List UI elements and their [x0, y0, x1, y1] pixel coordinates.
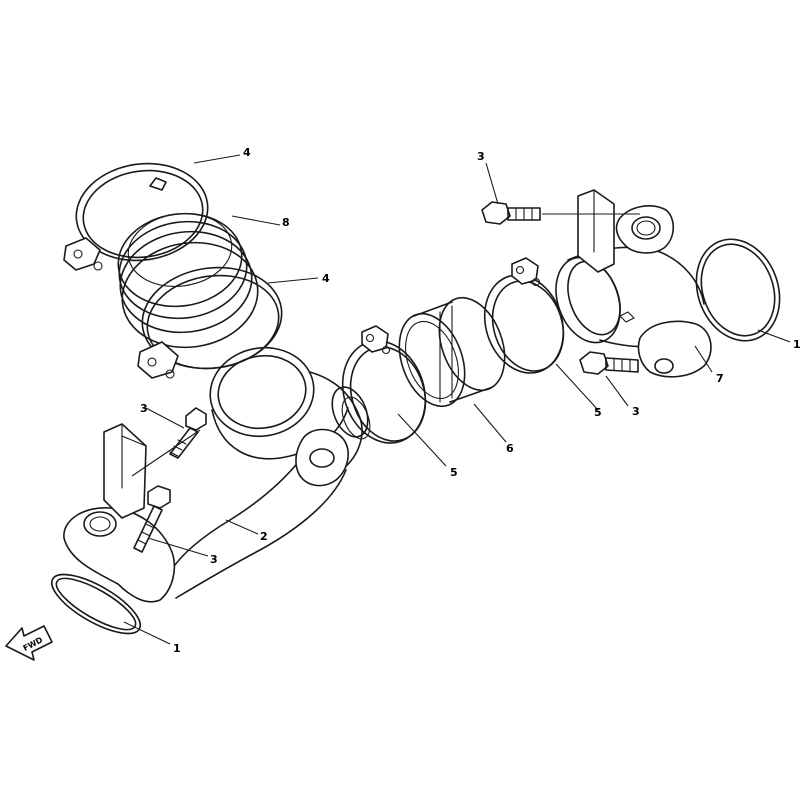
- callout-1-lower: 1: [173, 642, 181, 655]
- hose-clamp-upper: [63, 162, 209, 271]
- intake-manifold-upper: [555, 189, 712, 378]
- callout-5-right: 5: [594, 406, 602, 419]
- callout-3-left-upper: 3: [140, 402, 148, 415]
- forward-direction-arrow: FWD: [5, 625, 53, 661]
- callout-1-upper: 1: [793, 338, 800, 351]
- bolt-lower-lower: [133, 485, 171, 553]
- callout-7: 7: [716, 372, 724, 385]
- gasket-upper: [695, 238, 781, 342]
- callout-4-upper: 4: [243, 146, 251, 159]
- bolt-lower-upper: [169, 407, 207, 459]
- intake-flange-lower: [63, 423, 176, 603]
- callout-5-left: 5: [450, 466, 458, 479]
- callout-labels: 4 8 4 3 1 7 5 3 6 5 3 2 3 1: [140, 146, 800, 655]
- hose-clamp-middle-right: [483, 257, 565, 374]
- leader-lines: [123, 154, 791, 645]
- callout-4-lower: 4: [322, 272, 330, 285]
- bolt-upper-bottom: [579, 351, 639, 375]
- hose-clamp-lower: [137, 266, 283, 379]
- bolt-upper-top: [481, 201, 541, 225]
- callout-3-right: 3: [632, 405, 640, 418]
- callout-3-left-lower: 3: [210, 553, 218, 566]
- callout-6: 6: [506, 442, 514, 455]
- hose-clamp-middle-left: [341, 325, 427, 444]
- callout-3-top: 3: [477, 150, 485, 163]
- callout-2: 2: [260, 530, 268, 543]
- intake-tube: [169, 346, 371, 599]
- callout-8: 8: [282, 216, 290, 229]
- coupling-sleeve: [398, 296, 506, 408]
